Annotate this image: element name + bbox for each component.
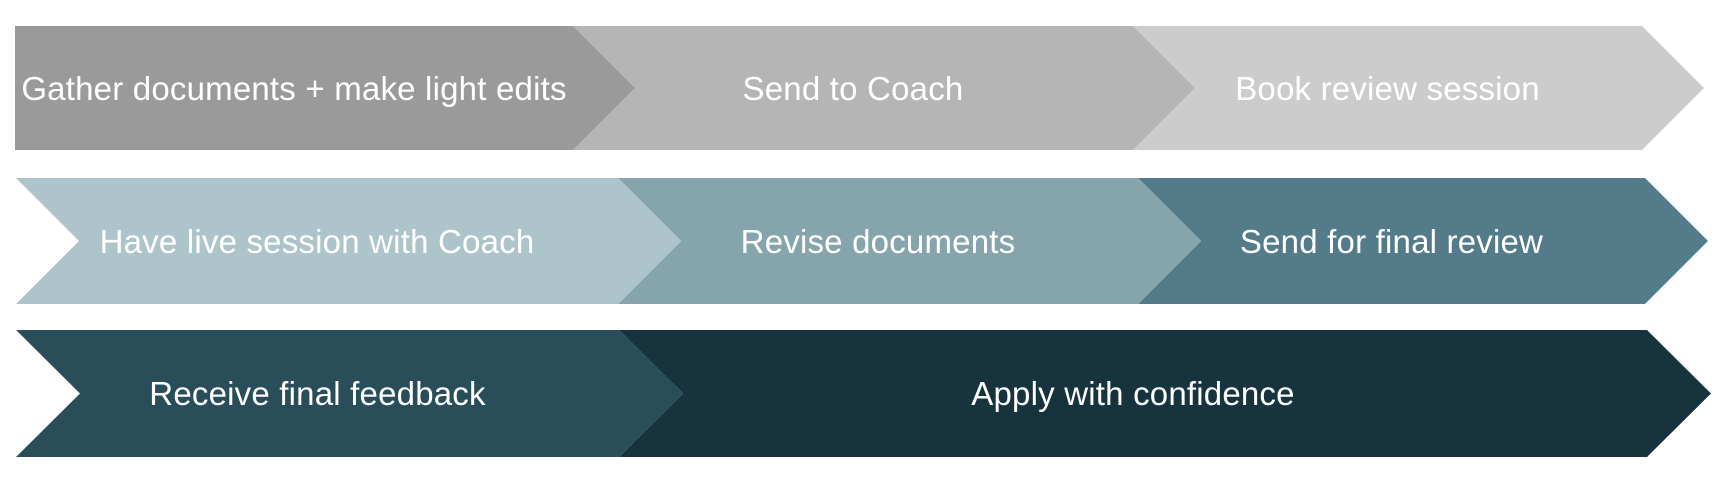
chevron-segment: Apply with confidence <box>619 330 1711 457</box>
chevron-segment: Book review session <box>1133 26 1704 150</box>
chevron-segment: Revise documents <box>618 178 1201 304</box>
segment-label: Send for final review <box>1239 222 1544 260</box>
segment-label: Book review session <box>1235 69 1540 107</box>
segment-label: Gather documents + make light edits <box>21 69 567 107</box>
chevron-segment: Have live session with Coach <box>16 178 681 304</box>
chevron-segment: Send for final review <box>1138 178 1708 304</box>
segment-label: Have live session with Coach <box>99 222 535 260</box>
segment-label: Apply with confidence <box>971 375 1295 412</box>
chevron-segment: Receive final feedback <box>16 330 683 457</box>
segment-label: Revise documents <box>740 222 1016 260</box>
chevron-segment: Gather documents + make light edits <box>15 26 635 150</box>
chevron-segment: Send to Coach <box>573 26 1195 150</box>
segment-label: Send to Coach <box>742 69 964 107</box>
segment-label: Receive final feedback <box>149 375 486 412</box>
